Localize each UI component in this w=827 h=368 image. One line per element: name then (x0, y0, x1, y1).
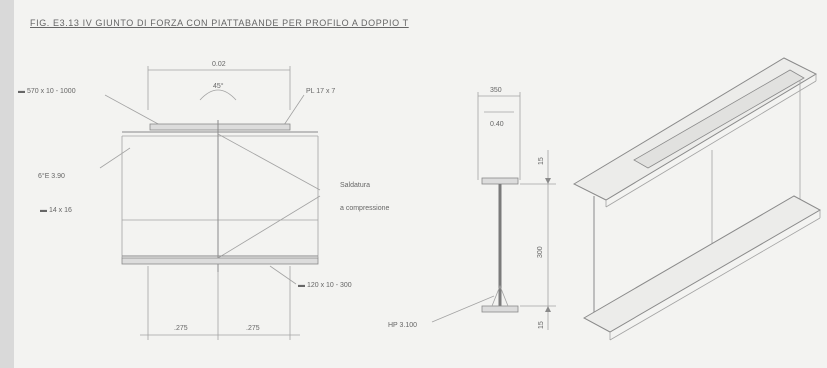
label-stiffener-2: a compressione (340, 205, 390, 212)
leader-bottom-right (269, 265, 297, 285)
profile-bottom-flange (481, 305, 519, 313)
leader-top-left (104, 94, 161, 126)
label-mid-left: ▬ 14 x 16 (40, 207, 72, 214)
angle-arc (199, 89, 237, 101)
left-margin-band (0, 0, 14, 368)
label-top-right: PL 17 x 7 (306, 88, 335, 95)
dim-bottom-left-text: .275 (174, 325, 188, 332)
figure-title: FIG. E3.13 IV GIUNTO DI FORZA CON PIATTA… (30, 18, 409, 28)
iso-bottom-flange (582, 195, 822, 333)
iso-bottom-flange-bottom (609, 217, 821, 341)
leader-profile-weld (431, 295, 495, 323)
profile-top-flange (481, 177, 519, 185)
profile-dim-right-top: 15 (538, 157, 545, 165)
profile-weld-fillet (491, 284, 509, 307)
dim-top-text: 0.02 (212, 61, 226, 68)
label-top-left: ▬ 570 x 10 - 1000 (18, 88, 76, 95)
top-cover-plate (149, 123, 291, 131)
profile-dim-top-text: 350 (490, 87, 502, 94)
arrow-top (545, 178, 551, 184)
label-weld-left: 6°E 3.90 (38, 172, 65, 180)
profile-dim-inner-text: 0.40 (490, 121, 504, 128)
label-bottom-right: ▬ 120 x 10 - 300 (298, 282, 352, 289)
diagonal-lower (217, 195, 321, 259)
profile-dim-right-bottom: 15 (538, 321, 545, 329)
leader-weld-left (99, 147, 131, 169)
angle-label: 45° (213, 82, 224, 90)
leader-top-right (283, 94, 305, 126)
diagonal-upper (217, 133, 321, 191)
arrow-bottom (545, 306, 551, 312)
profile-weld-label: HP 3.100 (388, 322, 417, 329)
profile-dim-right-height: 300 (537, 246, 544, 258)
section-view: 0.02 45° ▬ 570 x 10 - 1000 PL 17 x 7 6°E… (18, 61, 390, 340)
dim-bottom-right-text: .275 (246, 325, 260, 332)
isometric-view (572, 57, 822, 341)
iso-cover-plate (633, 69, 805, 169)
profile-view: 350 0.40 15 300 15 HP 3.100 (388, 87, 556, 330)
iso-top-flange-bottom (605, 80, 817, 208)
label-stiffener-1: Saldatura (340, 182, 370, 189)
bottom-cover-plate (121, 257, 319, 265)
